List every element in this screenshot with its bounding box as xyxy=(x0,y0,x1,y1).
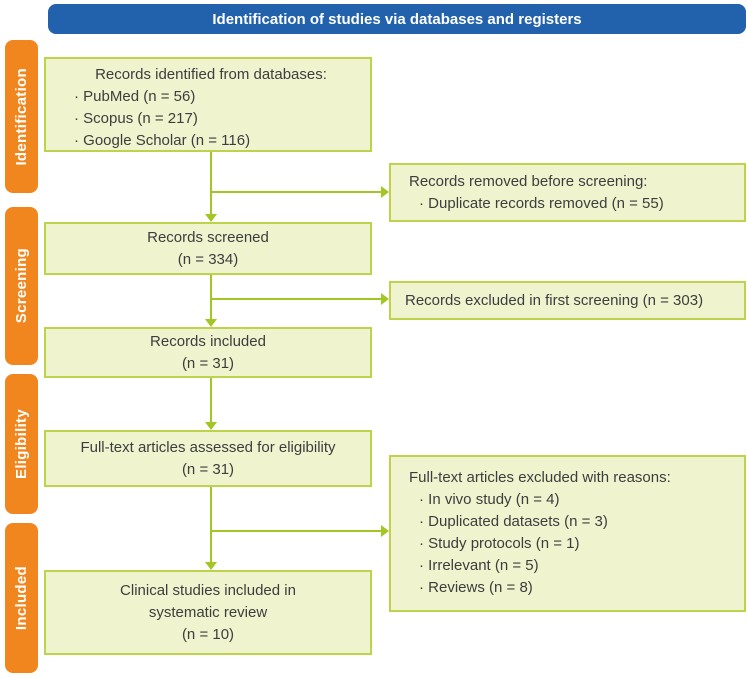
diagram-title: Identification of studies via databases … xyxy=(212,10,582,28)
arrow-down-icon xyxy=(205,422,217,430)
box-title: Full-text articles excluded with reasons… xyxy=(409,469,671,486)
list-item: Reviews (n = 8) xyxy=(405,577,736,599)
box-line: systematic review xyxy=(148,603,268,621)
diagram-header: Identification of studies via databases … xyxy=(48,4,746,34)
stage-label-screening: Screening xyxy=(5,207,38,365)
box-records-included: Records included (n = 31) xyxy=(44,327,372,378)
box-records-screened: Records screened (n = 334) xyxy=(44,222,372,275)
box-count: (n = 31) xyxy=(181,460,235,478)
list-item: Scopus (n = 217) xyxy=(60,108,362,130)
box-count: (n = 334) xyxy=(177,250,239,268)
list-item: Study protocols (n = 1) xyxy=(405,533,736,555)
database-list: PubMed (n = 56) Scopus (n = 217) Google … xyxy=(60,86,362,152)
list-item: PubMed (n = 56) xyxy=(60,86,362,108)
reasons-list: In vivo study (n = 4) Duplicated dataset… xyxy=(405,489,736,599)
flow-line-included-to-fulltext xyxy=(210,378,212,422)
box-records-identified: Records identified from databases: PubMe… xyxy=(44,57,372,152)
box-records-excluded-first: Records excluded in first screening (n =… xyxy=(389,281,746,320)
box-line: Records included xyxy=(150,332,266,350)
arrow-right-icon xyxy=(381,186,389,198)
stage-label-identification: Identification xyxy=(5,40,38,193)
arrow-down-icon xyxy=(205,562,217,570)
box-title: Records removed before screening: xyxy=(409,173,648,190)
flow-line-branch-excluded-first xyxy=(211,298,381,300)
flow-line-screened-to-included xyxy=(210,275,212,319)
stage-label-text: Identification xyxy=(13,67,30,166)
arrow-down-icon xyxy=(205,319,217,327)
removed-list: Duplicate records removed (n = 55) xyxy=(405,193,736,215)
list-item: In vivo study (n = 4) xyxy=(405,489,736,511)
box-fulltext-excluded-reasons: Full-text articles excluded with reasons… xyxy=(389,455,746,612)
box-line: Full-text articles assessed for eligibil… xyxy=(80,438,336,456)
box-count: (n = 31) xyxy=(181,354,235,372)
list-item: Google Scholar (n = 116) xyxy=(60,130,362,152)
box-clinical-studies: Clinical studies included in systematic … xyxy=(44,570,372,655)
arrow-down-icon xyxy=(205,214,217,222)
flow-line-branch-removed xyxy=(211,191,381,193)
box-title: Records excluded in first screening (n =… xyxy=(405,291,704,309)
flow-line-branch-reasons xyxy=(211,530,381,532)
stage-label-included: Included xyxy=(5,523,38,673)
stage-label-text: Eligibility xyxy=(13,409,30,479)
list-item: Duplicate records removed (n = 55) xyxy=(405,193,736,215)
box-line: Records screened xyxy=(147,228,269,246)
stage-label-text: Screening xyxy=(13,248,30,324)
box-fulltext-assessed: Full-text articles assessed for eligibil… xyxy=(44,430,372,487)
box-line: Clinical studies included in xyxy=(120,581,296,599)
arrow-right-icon xyxy=(381,525,389,537)
stage-label-eligibility: Eligibility xyxy=(5,374,38,514)
list-item: Irrelevant (n = 5) xyxy=(405,555,736,577)
flow-line-identified-to-screened xyxy=(210,152,212,214)
arrow-right-icon xyxy=(381,293,389,305)
box-title: Records identified from databases: xyxy=(95,66,327,83)
box-count: (n = 10) xyxy=(181,625,235,643)
list-item: Duplicated datasets (n = 3) xyxy=(405,511,736,533)
stage-label-text: Included xyxy=(13,565,30,631)
box-records-removed: Records removed before screening: Duplic… xyxy=(389,163,746,222)
flow-line-fulltext-to-clinical xyxy=(210,487,212,562)
